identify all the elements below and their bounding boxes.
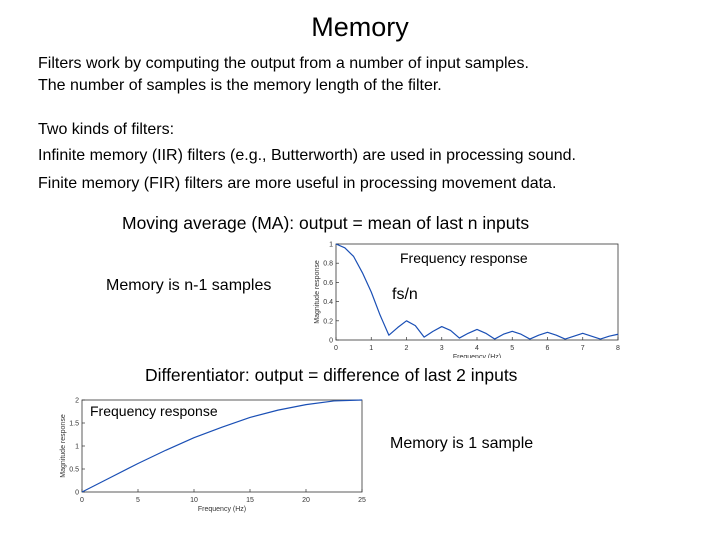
diff-series-line [81,399,363,493]
ma-y-tick-label: 0 [329,338,333,345]
intro-line-1: Filters work by computing the output fro… [38,55,529,72]
diff-y-tick-label: 1.5 [69,421,79,428]
diff-y-tick-label: 2 [75,398,79,405]
ma-x-tick-label: 0 [334,345,338,352]
ma-fs-label: fs/n [392,286,418,303]
ma-x-tick-label: 8 [616,345,620,352]
ma-x-tick-label: 7 [581,345,585,352]
ma-heading: Moving average (MA): output = mean of la… [122,213,530,233]
ma-y-tick-label: 0.4 [323,299,333,306]
intro-line-2: The number of samples is the memory leng… [38,77,442,94]
ma-x-tick-label: 4 [475,345,479,352]
ma-memory-note: Memory is n-1 samples [106,277,272,294]
diff-x-tick-label: 15 [246,497,254,504]
ma-y-tick-label: 1 [329,242,333,249]
diff-y-tick-label: 0 [75,490,79,497]
ma-frequency-response-label: Frequency response [400,250,528,266]
diff-heading: Differentiator: output = difference of l… [145,365,518,385]
ma-y-axis-label: Magnitude response [314,260,321,324]
diff-frequency-response-label: Frequency response [90,403,218,419]
iir-description: Infinite memory (IIR) filters (e.g., But… [38,147,576,164]
diff-x-tick-label: 10 [190,497,198,504]
ma-y-tick-label: 0.6 [323,280,333,287]
ma-x-tick-label: 6 [546,345,550,352]
diff-memory-note: Memory is 1 sample [390,435,534,452]
diff-y-axis-label: Magnitude response [60,414,67,478]
ma-x-tick-label: 5 [510,345,514,352]
diff-x-tick-label: 0 [80,497,84,504]
ma-x-tick-label: 2 [405,345,409,352]
diff-y-tick-label: 0.5 [69,467,79,474]
diff-x-tick-label: 25 [358,497,366,504]
ma-x-tick-label: 1 [369,345,373,352]
diff-y-tick-label: 1 [75,444,79,451]
ma-x-tick-label: 3 [440,345,444,352]
kinds-heading: Two kinds of filters: [38,121,175,138]
fir-description: Finite memory (FIR) filters are more use… [38,175,557,192]
diff-x-axis-label: Frequency (Hz) [198,506,246,513]
ma-series-line [335,243,619,340]
ma-x-axis-label: Frequency (Hz) [453,354,501,358]
ma-y-tick-label: 0.8 [323,261,333,268]
diff-x-tick-label: 20 [302,497,310,504]
diff-x-tick-label: 5 [136,497,140,504]
ma-y-tick-label: 0.2 [323,318,333,325]
page-title: Memory [311,12,409,42]
